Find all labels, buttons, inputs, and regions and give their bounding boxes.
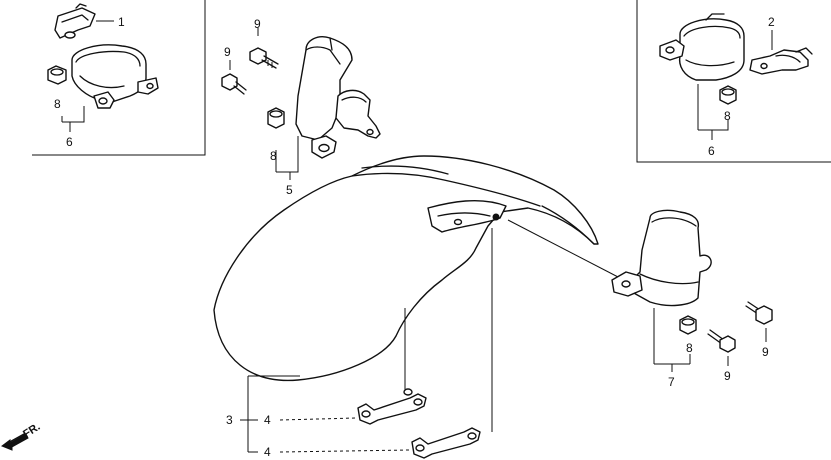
fender-stay-upper: [357, 388, 427, 425]
bolt-top-a: [249, 47, 279, 69]
callout-2: 2: [768, 15, 775, 29]
callout-8-left-inset: 8: [54, 97, 61, 111]
bolt-bottom-right-a: [707, 329, 736, 353]
nut-top-center: [267, 107, 285, 129]
callout-8-right-inset: 8: [724, 109, 731, 123]
inset-box-left: [32, 0, 206, 156]
left-inset-leaders: [61, 20, 114, 132]
right-inset-nut: [719, 85, 737, 105]
callout-6-left: 6: [66, 135, 73, 149]
front-direction-arrow-icon: [0, 433, 29, 451]
nut-bottom-right: [679, 315, 697, 335]
callout-4-lower: 4: [264, 445, 271, 459]
callout-9-top-a: 9: [254, 17, 261, 31]
callout-9-top-b: 9: [224, 45, 231, 59]
bolt-bottom-right-b: [745, 301, 773, 325]
callout-8-bottom-right: 8: [686, 341, 693, 355]
left-inset-bracket: [54, 3, 96, 39]
fork-cover-center: [295, 36, 381, 159]
left-inset-nut: [47, 65, 67, 85]
callout-3: 3: [226, 413, 233, 427]
callout-5: 5: [286, 183, 293, 197]
callout-6-right: 6: [708, 144, 715, 158]
fender-stay-lower: [411, 427, 481, 459]
callout-9-bottom-a: 9: [724, 369, 731, 383]
front-fender: [213, 155, 599, 382]
fender-to-cover-leader: [404, 219, 621, 432]
stay-leaders: [240, 375, 411, 453]
callout-9-bottom-b: 9: [762, 345, 769, 359]
bolt-top-b: [221, 73, 247, 95]
center-leaders: [229, 28, 299, 180]
callout-8-center: 8: [270, 149, 277, 163]
callout-4-upper: 4: [264, 413, 271, 427]
right-inset-wire-guide: [749, 47, 813, 75]
right-inset-fork-clamp: [659, 13, 745, 81]
fork-cover-right: [611, 209, 712, 307]
callout-1: 1: [118, 15, 125, 29]
right-bottom-leaders: [653, 308, 767, 372]
left-inset-fork-clamp: [71, 44, 159, 109]
right-inset-leaders: [697, 30, 773, 140]
callout-7: 7: [668, 375, 675, 389]
inset-box-right: [636, 0, 831, 163]
